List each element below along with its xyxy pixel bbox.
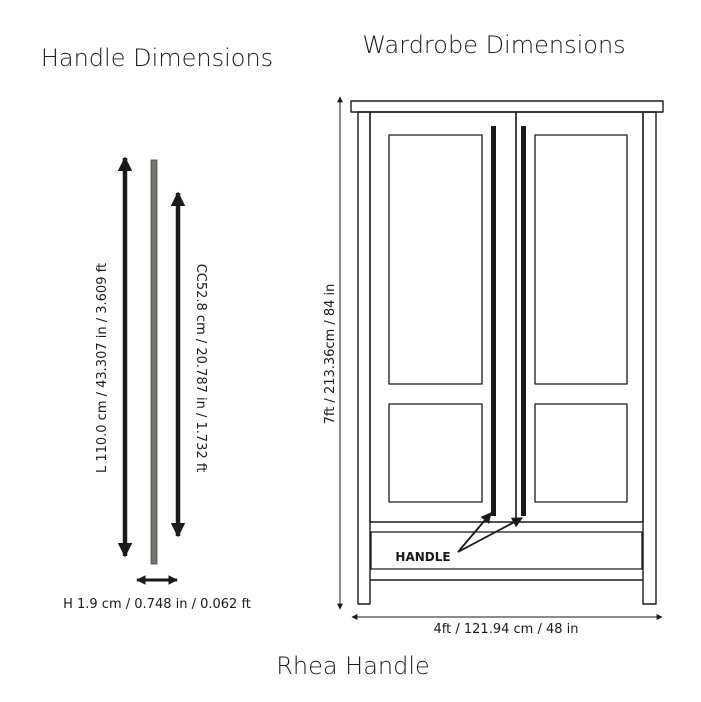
left-upper-panel	[388, 134, 483, 385]
handle-diagram: L 110.0 cm / 43.307 in / 3.609 ft CC52.8…	[63, 156, 251, 612]
right-door-handle	[521, 126, 526, 516]
callout-arrow-left	[457, 512, 492, 553]
right-lower-panel	[534, 403, 628, 503]
wardrobe-height-label: 7ft / 213.36cm / 84 in	[323, 284, 338, 425]
right-upper-panel	[534, 134, 628, 385]
left-door-handle	[491, 126, 496, 516]
left-lower-panel	[388, 403, 483, 503]
wardrobe-left-post	[357, 111, 371, 605]
length-label: L 110.0 cm / 43.307 in / 3.609 ft	[95, 263, 110, 473]
wardrobe-dimensions-title: Wardrobe Dimensions	[362, 31, 625, 59]
wardrobe-top	[350, 100, 664, 113]
handle-height-label: H 1.9 cm / 0.748 in / 0.062 ft	[63, 597, 251, 612]
handle-callout-label: HANDLE	[395, 550, 450, 564]
drawer	[370, 531, 643, 570]
product-name: Rhea Handle	[276, 652, 430, 680]
wardrobe-diagram	[337, 96, 664, 620]
wardrobe-right-post	[642, 111, 657, 605]
handle-bar	[150, 159, 158, 565]
cc-label: CC52.8 cm / 20.787 in / 1.732 ft	[193, 264, 208, 473]
callout-arrow-right	[457, 517, 523, 553]
handle-dimensions-title: Handle Dimensions	[41, 44, 273, 72]
wardrobe-width-label: 4ft / 121.94 cm / 48 in	[434, 622, 579, 637]
right-door	[515, 111, 644, 523]
